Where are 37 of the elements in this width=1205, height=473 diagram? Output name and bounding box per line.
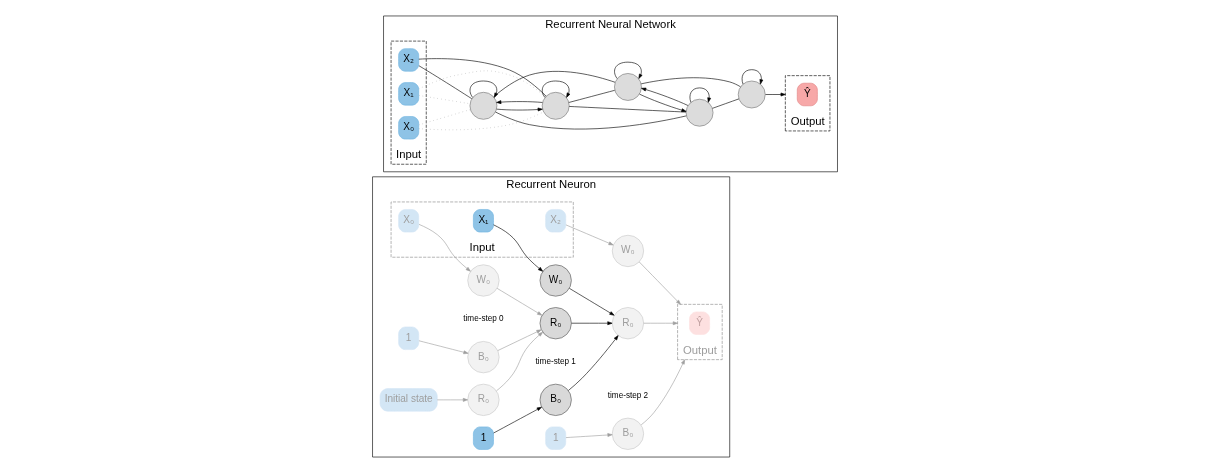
node-circle: R₀ <box>467 383 500 416</box>
arrow <box>493 224 543 272</box>
arrow <box>437 398 468 402</box>
arrow <box>641 87 689 106</box>
arrow <box>469 80 498 98</box>
node-box: Initial state <box>379 388 438 412</box>
arrow <box>689 87 712 103</box>
node-circle: B₀ <box>467 341 500 374</box>
connector <box>568 106 687 113</box>
arrow <box>496 100 543 104</box>
arrow <box>568 335 619 391</box>
arrow <box>541 80 571 98</box>
arrow <box>571 321 613 326</box>
arrow <box>418 224 471 272</box>
arrow <box>765 92 786 97</box>
arrow <box>643 321 678 326</box>
connector <box>418 111 544 131</box>
connector <box>418 58 547 97</box>
node-circle: B₀ <box>611 417 644 450</box>
arrow <box>638 261 681 305</box>
arrow <box>418 340 469 355</box>
arrow <box>497 329 542 351</box>
arrow <box>496 331 543 392</box>
connector <box>493 71 616 98</box>
connector <box>418 65 473 100</box>
arrow <box>496 288 543 316</box>
arrow <box>565 433 613 438</box>
arrow <box>741 69 764 85</box>
arrow <box>565 224 614 246</box>
arrow <box>496 107 543 112</box>
arrow <box>639 93 687 112</box>
node-circle: B₀ <box>539 383 572 416</box>
arrow <box>569 288 615 316</box>
arrow <box>640 359 685 426</box>
arrow <box>493 406 542 434</box>
node-circle: W₀ <box>611 234 644 267</box>
arrow <box>614 61 643 79</box>
